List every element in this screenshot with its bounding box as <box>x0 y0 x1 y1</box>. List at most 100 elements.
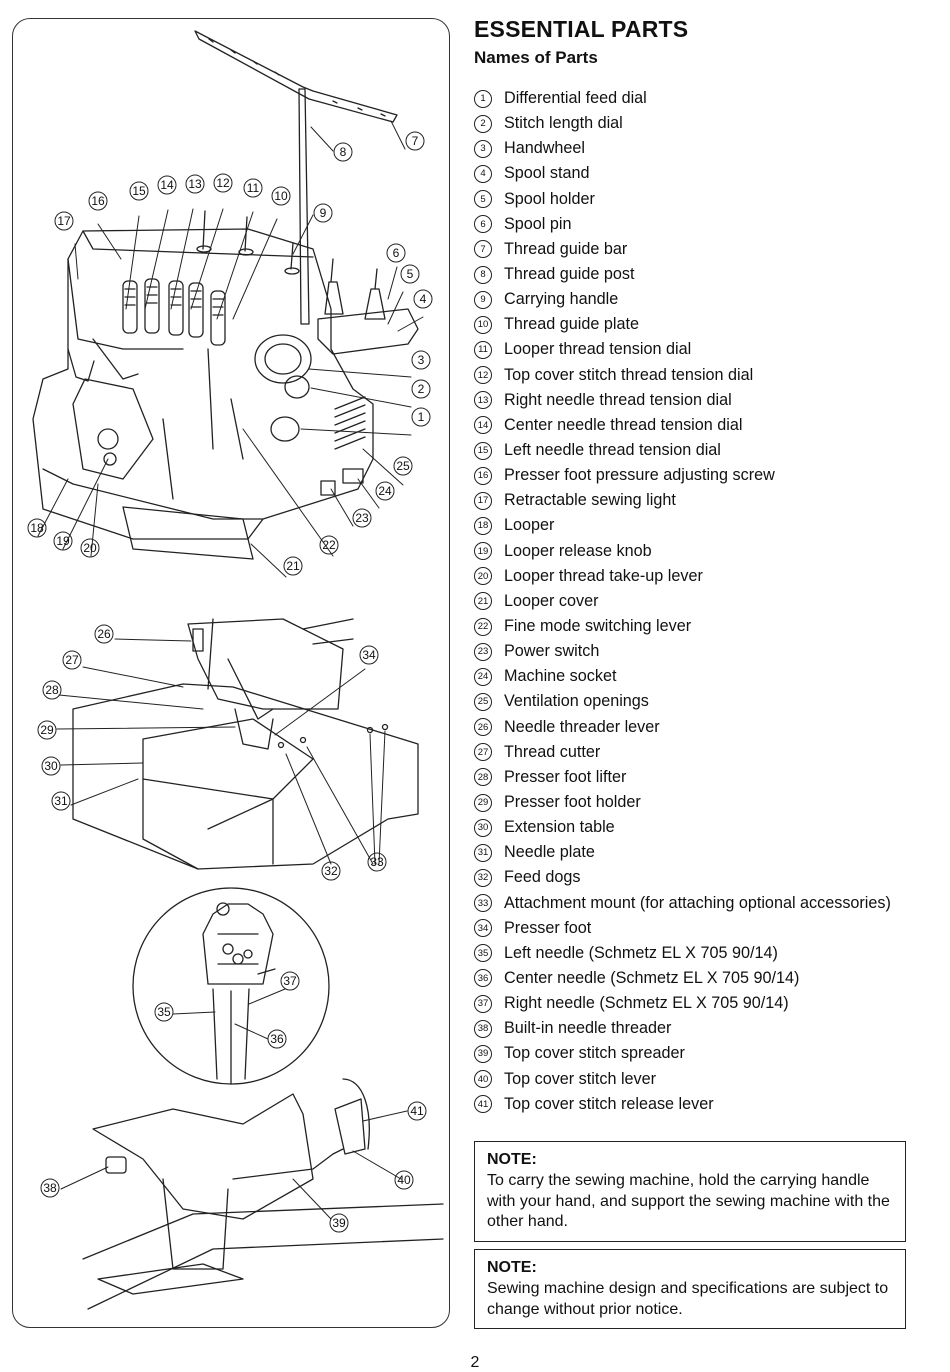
part-number-badge: 15 <box>474 441 492 460</box>
part-name: Looper release knob <box>504 541 652 560</box>
callout-34-text: 34 <box>362 648 376 662</box>
part-number-badge: 7 <box>474 240 492 259</box>
part-number-badge: 8 <box>474 265 492 284</box>
part-name: Left needle thread tension dial <box>504 441 721 460</box>
part-number-badge: 20 <box>474 567 492 586</box>
part-name: Differential feed dial <box>504 89 647 108</box>
callout-37-text: 37 <box>283 974 297 988</box>
callout-10-text: 10 <box>274 189 288 203</box>
callout-35-text: 35 <box>157 1005 171 1019</box>
part-name: Top cover stitch release lever <box>504 1094 714 1113</box>
part-number-badge: 2 <box>474 114 492 133</box>
callout-6 <box>386 243 406 263</box>
callout-16-text: 16 <box>91 194 105 208</box>
part-name: Built-in needle threader <box>504 1019 672 1038</box>
part-name: Carrying handle <box>504 290 619 309</box>
part-number-badge: 39 <box>474 1044 492 1063</box>
part-number-badge: 28 <box>474 768 492 787</box>
callout-29-text: 29 <box>40 723 54 737</box>
callout-34 <box>359 645 379 665</box>
part-name: Presser foot <box>504 918 592 937</box>
part-number-badge: 23 <box>474 642 492 661</box>
callout-31 <box>51 791 71 811</box>
list-item: 34 Presser foot <box>474 916 944 941</box>
callout-30 <box>41 756 61 776</box>
callout-20 <box>80 538 100 558</box>
part-number-badge: 27 <box>474 743 492 762</box>
callout-17-text: 17 <box>57 214 71 228</box>
callout-25 <box>393 456 413 476</box>
part-number-badge: 12 <box>474 366 492 385</box>
part-number-badge: 10 <box>474 315 492 334</box>
callout-41 <box>407 1101 427 1121</box>
part-number-badge: 34 <box>474 919 492 938</box>
part-name: Right needle thread tension dial <box>504 390 732 409</box>
parts-illustration: 1 2 3 4 5 6 7 8 9 10 11 12 13 14 15 16 1… <box>27 30 444 1310</box>
callout-26-text: 26 <box>97 627 111 641</box>
list-item: 38 Built-in needle threader <box>474 1016 944 1041</box>
part-number-badge: 40 <box>474 1070 492 1089</box>
part-name: Ventilation openings <box>504 692 649 711</box>
section-title: ESSENTIAL PARTS <box>474 16 689 42</box>
note-text: To carry the sewing machine, hold the ca… <box>487 1172 890 1230</box>
list-item: 9 Carrying handle <box>474 287 944 312</box>
note-title: NOTE: <box>487 1151 537 1168</box>
part-number-badge: 9 <box>474 290 492 309</box>
part-number-badge: 38 <box>474 1019 492 1038</box>
callout-5 <box>400 264 420 284</box>
note-title: NOTE: <box>487 1259 537 1276</box>
part-name: Thread guide plate <box>504 315 639 334</box>
part-number-badge: 18 <box>474 516 492 535</box>
callout-7 <box>405 131 425 151</box>
callout-24 <box>375 481 395 501</box>
callout-29 <box>37 720 57 740</box>
callout-leader-lines <box>37 120 424 1220</box>
callout-8-text: 8 <box>340 145 347 159</box>
callout-12 <box>213 173 233 193</box>
callout-4 <box>413 289 433 309</box>
callout-22-text: 22 <box>322 538 336 552</box>
callout-27-text: 27 <box>65 653 79 667</box>
callout-28-text: 28 <box>45 683 59 697</box>
callout-23-text: 23 <box>355 511 369 525</box>
part-name: Right needle (Schmetz EL X 705 90/14) <box>504 994 789 1013</box>
callout-21-text: 21 <box>286 559 300 573</box>
part-number-badge: 24 <box>474 667 492 686</box>
list-item: 4 Spool stand <box>474 161 944 186</box>
callout-15 <box>129 181 149 201</box>
part-number-badge: 32 <box>474 868 492 887</box>
list-item: 31 Needle plate <box>474 840 944 865</box>
part-name: Power switch <box>504 642 600 661</box>
part-name: Spool holder <box>504 189 595 208</box>
callout-15-text: 15 <box>132 184 146 198</box>
callout-32 <box>321 861 341 881</box>
part-number-badge: 4 <box>474 164 492 183</box>
callout-11 <box>243 178 263 198</box>
part-number-badge: 21 <box>474 592 492 611</box>
part-name: Needle plate <box>504 843 595 862</box>
part-number-badge: 36 <box>474 969 492 988</box>
part-number-badge: 31 <box>474 843 492 862</box>
callout-17 <box>54 211 74 231</box>
callout-4-text: 4 <box>420 292 427 306</box>
part-name: Presser foot pressure adjusting screw <box>504 466 775 485</box>
callout-21 <box>283 556 303 576</box>
part-name: Spool stand <box>504 164 590 183</box>
callout-33-text: 33 <box>370 855 384 869</box>
